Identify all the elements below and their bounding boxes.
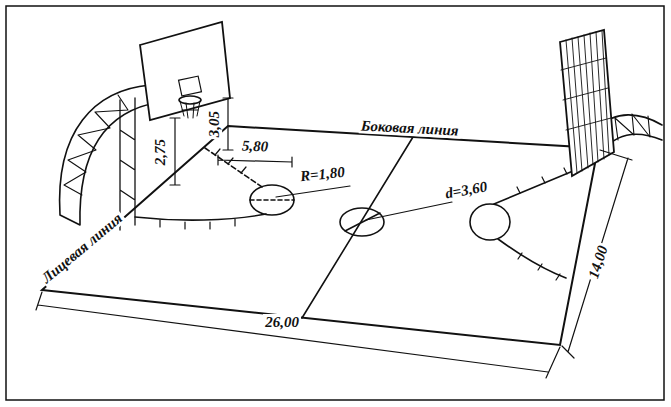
end-line-label: Лицевая линия xyxy=(37,209,127,288)
backboard xyxy=(560,30,614,176)
dimension-line xyxy=(223,98,233,150)
dimension-line xyxy=(170,118,180,185)
dimension-label: 14,00 xyxy=(585,242,612,283)
dimension-label: R=1,80 xyxy=(297,163,347,184)
dimension-line xyxy=(562,150,632,358)
center-circle xyxy=(340,208,384,236)
backboard xyxy=(140,22,230,120)
dimension-label: 26,00 xyxy=(263,314,301,330)
dimension-label: 5,80 xyxy=(240,137,271,154)
leader-line xyxy=(366,202,452,220)
net xyxy=(180,101,200,118)
court-outline xyxy=(42,126,598,345)
free-throw-line xyxy=(250,199,294,201)
leader-line xyxy=(276,186,350,197)
support-arch xyxy=(60,85,160,225)
key-ticks xyxy=(517,168,567,280)
support-post xyxy=(120,98,135,230)
dimension-line xyxy=(218,155,292,167)
dimension-label: 2,75 xyxy=(152,137,168,167)
center-line xyxy=(302,137,413,318)
dimension-label: d=3,60 xyxy=(442,178,490,202)
support-truss xyxy=(615,114,650,140)
dimension-label: 3,05 xyxy=(206,109,222,139)
center-diameter xyxy=(345,213,380,231)
support-truss xyxy=(64,95,128,195)
key-line xyxy=(135,214,266,220)
dimension-line xyxy=(36,292,560,378)
free-throw-circle xyxy=(250,185,294,215)
hoop xyxy=(179,96,201,104)
frame xyxy=(6,6,664,400)
key-line xyxy=(498,239,566,278)
backboard-square xyxy=(179,76,202,96)
free-throw-circle xyxy=(470,204,510,240)
